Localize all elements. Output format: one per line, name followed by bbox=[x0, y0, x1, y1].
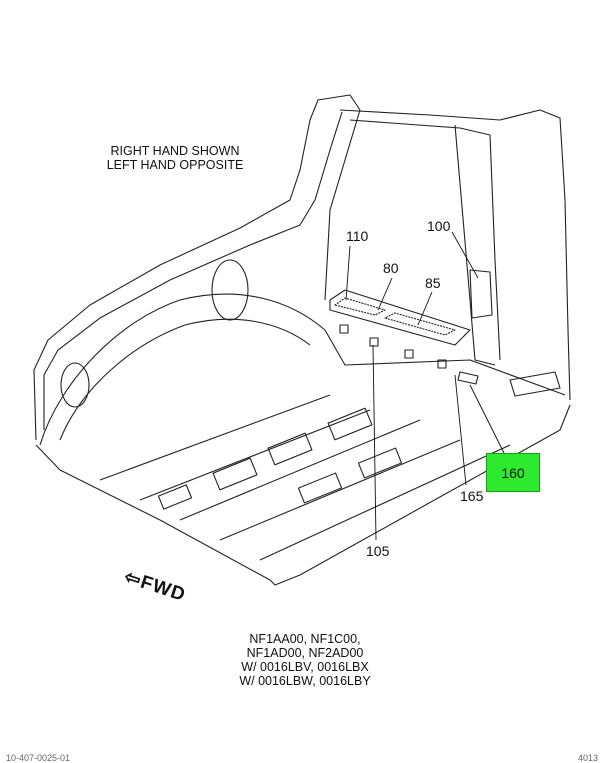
callout-105: 105 bbox=[366, 543, 390, 559]
leader-165 bbox=[454, 374, 467, 486]
rear-right-trim bbox=[509, 371, 561, 397]
leader-105 bbox=[372, 344, 377, 541]
rear-wall bbox=[339, 109, 571, 401]
bracket-100 bbox=[469, 269, 493, 319]
shelf-vent-80 bbox=[334, 297, 386, 316]
leader-110 bbox=[345, 245, 351, 301]
callout-80: 80 bbox=[383, 260, 399, 276]
floor-rib bbox=[139, 409, 371, 501]
left-wall-inner bbox=[43, 111, 343, 430]
floor-rib bbox=[219, 439, 461, 541]
rear-wall-inner bbox=[349, 119, 501, 361]
clip bbox=[437, 359, 447, 369]
floor-pad bbox=[357, 447, 403, 479]
note-bottom-line-4: W/ 0016LBW, 0016LBY bbox=[239, 674, 371, 688]
leader-80 bbox=[377, 277, 393, 311]
leader-160 bbox=[469, 384, 506, 456]
wall-opening bbox=[60, 362, 90, 408]
wheelhouse-inner-arch bbox=[59, 318, 311, 441]
rear-shelf bbox=[329, 289, 471, 346]
floor-back-edge bbox=[324, 329, 566, 396]
note-top-line-1: RIGHT HAND SHOWN bbox=[110, 144, 240, 158]
callout-165: 165 bbox=[460, 488, 484, 504]
note-top-line-2: LEFT HAND OPPOSITE bbox=[106, 158, 244, 172]
callout-100: 100 bbox=[427, 218, 451, 234]
footer-page-number: 4013 bbox=[578, 753, 599, 763]
wall-opening bbox=[211, 259, 249, 321]
floor-pad bbox=[212, 457, 258, 491]
leader-85 bbox=[417, 291, 433, 326]
floor-rib bbox=[179, 419, 421, 521]
rear-pillar bbox=[454, 124, 496, 366]
note-bottom-line-1: NF1AA00, NF1C00, bbox=[249, 632, 361, 646]
note-bottom-line-3: W/ 0016LBV, 0016LBX bbox=[241, 660, 369, 674]
callout-110: 110 bbox=[346, 228, 369, 244]
footer-drawing-number: 10-407-0025-01 bbox=[6, 753, 71, 763]
wheelhouse-arch bbox=[39, 293, 326, 446]
floor-pad bbox=[327, 407, 373, 441]
clip bbox=[339, 324, 349, 334]
floor-rib bbox=[99, 394, 331, 481]
leader-100 bbox=[451, 231, 479, 279]
callout-160-label: 160 bbox=[501, 464, 525, 481]
shelf-vent-85 bbox=[384, 312, 456, 336]
floor-pad bbox=[157, 484, 193, 510]
note-top: RIGHT HAND SHOWN LEFT HAND OPPOSITE bbox=[95, 144, 255, 172]
floor-outline bbox=[35, 404, 571, 586]
note-bottom-line-2: NF1AD00, NF2AD00 bbox=[246, 646, 364, 660]
floor-pad bbox=[267, 432, 313, 466]
note-bottom: NF1AA00, NF1C00, NF1AD00, NF2AD00 W/ 001… bbox=[215, 632, 395, 688]
left-wall-outline bbox=[33, 94, 361, 441]
clip-105 bbox=[369, 337, 379, 347]
clip bbox=[404, 349, 414, 359]
callout-85: 85 bbox=[425, 275, 441, 291]
floor-pad bbox=[297, 472, 343, 504]
callout-160-highlighted[interactable]: 160 bbox=[486, 453, 540, 492]
floor-rib bbox=[259, 444, 511, 561]
bracket-160 bbox=[457, 371, 479, 385]
